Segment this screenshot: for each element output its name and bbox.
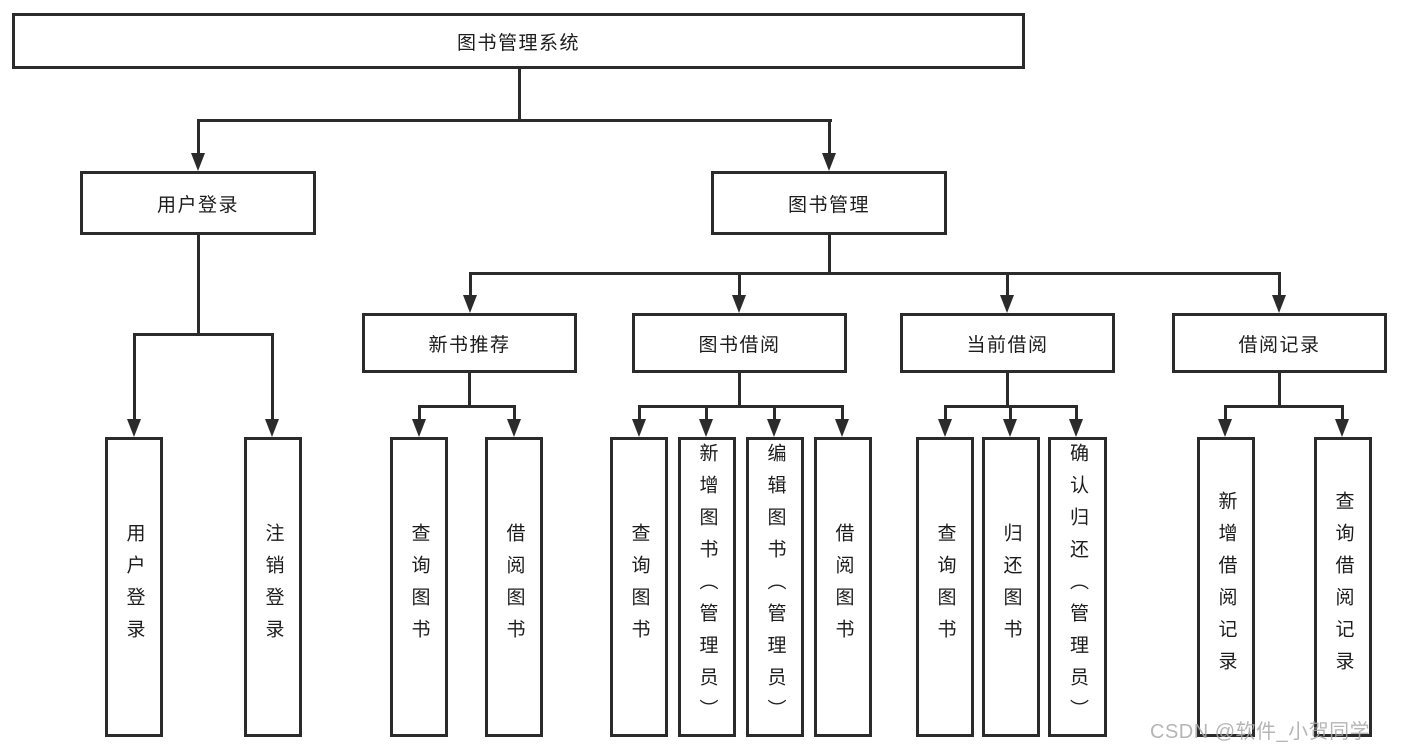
arrow-down-icon [1069,419,1083,437]
node-label: 查询图书 [934,523,956,651]
leaf-return-books: 归还图书 [982,437,1040,737]
leaf-logout: 注销登录 [244,437,302,737]
node-book-management: 图书管理 [711,171,947,235]
node-label: 图书管理系统 [456,32,580,54]
arrow-down-icon [1218,419,1232,437]
connector-drop [418,405,421,421]
node-label: 归还图书 [1000,523,1022,651]
node-label: 用户登录 [156,194,239,216]
connector-drop [271,333,274,421]
leaf-confirm-return-admin: 确认归还（管理员） [1048,437,1107,737]
connector-drop [773,405,776,421]
leaf-add-borrow-record: 新增借阅记录 [1197,437,1255,737]
connector-drop [1006,272,1009,297]
leaf-query-books-borrowing: 查询图书 [610,437,668,737]
node-label: 查询图书 [628,523,650,651]
connector-drop [841,405,844,421]
node-label: 借阅图书 [503,523,525,651]
connector-drop [638,405,641,421]
node-book-borrowing: 图书借阅 [632,313,847,373]
leaf-borrow-books-recommend: 借阅图书 [485,437,543,737]
arrow-down-icon [412,419,426,437]
connector-root-stem [518,69,521,121]
connector-drop [1341,405,1344,421]
node-label: 新增图书（管理员） [696,443,718,731]
node-label: 借阅图书 [832,523,854,651]
connector-horizontal [1224,405,1344,408]
node-label: 图书借阅 [698,334,781,356]
connector-book-management-stem [828,235,831,274]
arrow-down-icon [822,153,836,171]
connector-book-management-drop [828,119,831,155]
arrow-down-icon [1003,419,1017,437]
arrow-down-icon [191,153,205,171]
connector-stem [1006,373,1009,407]
node-library-management-system: 图书管理系统 [12,13,1025,69]
leaf-edit-books-admin: 编辑图书（管理员） [746,437,804,737]
leaf-add-books-admin: 新增图书（管理员） [678,437,736,737]
arrow-down-icon [463,295,477,313]
leaf-query-borrow-record: 查询借阅记录 [1314,437,1372,737]
node-label: 新增借阅记录 [1215,491,1237,683]
connector-stem [1278,373,1281,407]
node-label: 确认归还（管理员） [1067,443,1088,731]
node-user-login: 用户登录 [80,171,316,235]
connector-drop [738,272,741,297]
arrow-down-icon [127,419,141,437]
connector-stem [738,373,741,407]
node-label: 查询借阅记录 [1332,491,1354,683]
connector-level3-horizontal [469,272,1281,275]
arrow-down-icon [835,419,849,437]
connector-horizontal [418,405,516,408]
connector-drop [1224,405,1227,421]
arrow-down-icon [938,419,952,437]
connector-drop [1075,405,1078,421]
connector-drop [944,405,947,421]
connector-drop [1278,272,1281,297]
node-label: 用户登录 [123,523,145,651]
node-label: 编辑图书（管理员） [764,443,786,731]
node-label: 查询图书 [408,523,430,651]
connector-drop [1009,405,1012,421]
leaf-borrow-books-borrowing: 借阅图书 [814,437,872,737]
node-borrowing-records: 借阅记录 [1172,313,1387,373]
node-current-borrowing: 当前借阅 [900,313,1115,373]
connector-user-login-drop [197,119,200,155]
connector-drop [133,333,136,421]
arrow-down-icon [265,419,279,437]
arrow-down-icon [632,419,646,437]
arrow-down-icon [699,419,713,437]
connector-stem [468,373,471,407]
connector-drop [705,405,708,421]
node-label: 当前借阅 [966,334,1049,356]
node-label: 注销登录 [262,523,284,651]
leaf-query-books-current: 查询图书 [916,437,974,737]
connector-drop [513,405,516,421]
leaf-query-books-recommend: 查询图书 [390,437,448,737]
connector-drop [469,272,472,297]
connector-user-login-stem [197,235,200,335]
node-label: 新书推荐 [428,334,511,356]
arrow-down-icon [1272,295,1286,313]
csdn-watermark: CSDN @软件_小贺同学 [1150,721,1371,743]
node-label: 图书管理 [787,194,870,216]
arrow-down-icon [507,419,521,437]
arrow-down-icon [1335,419,1349,437]
leaf-user-login: 用户登录 [105,437,163,737]
arrow-down-icon [732,295,746,313]
arrow-down-icon [767,419,781,437]
connector-level1-horizontal [197,119,832,122]
node-label: 借阅记录 [1238,334,1321,356]
node-new-book-recommendation: 新书推荐 [362,313,577,373]
connector-user-login-horizontal [133,333,274,336]
arrow-down-icon [1000,295,1014,313]
connector-horizontal [638,405,844,408]
